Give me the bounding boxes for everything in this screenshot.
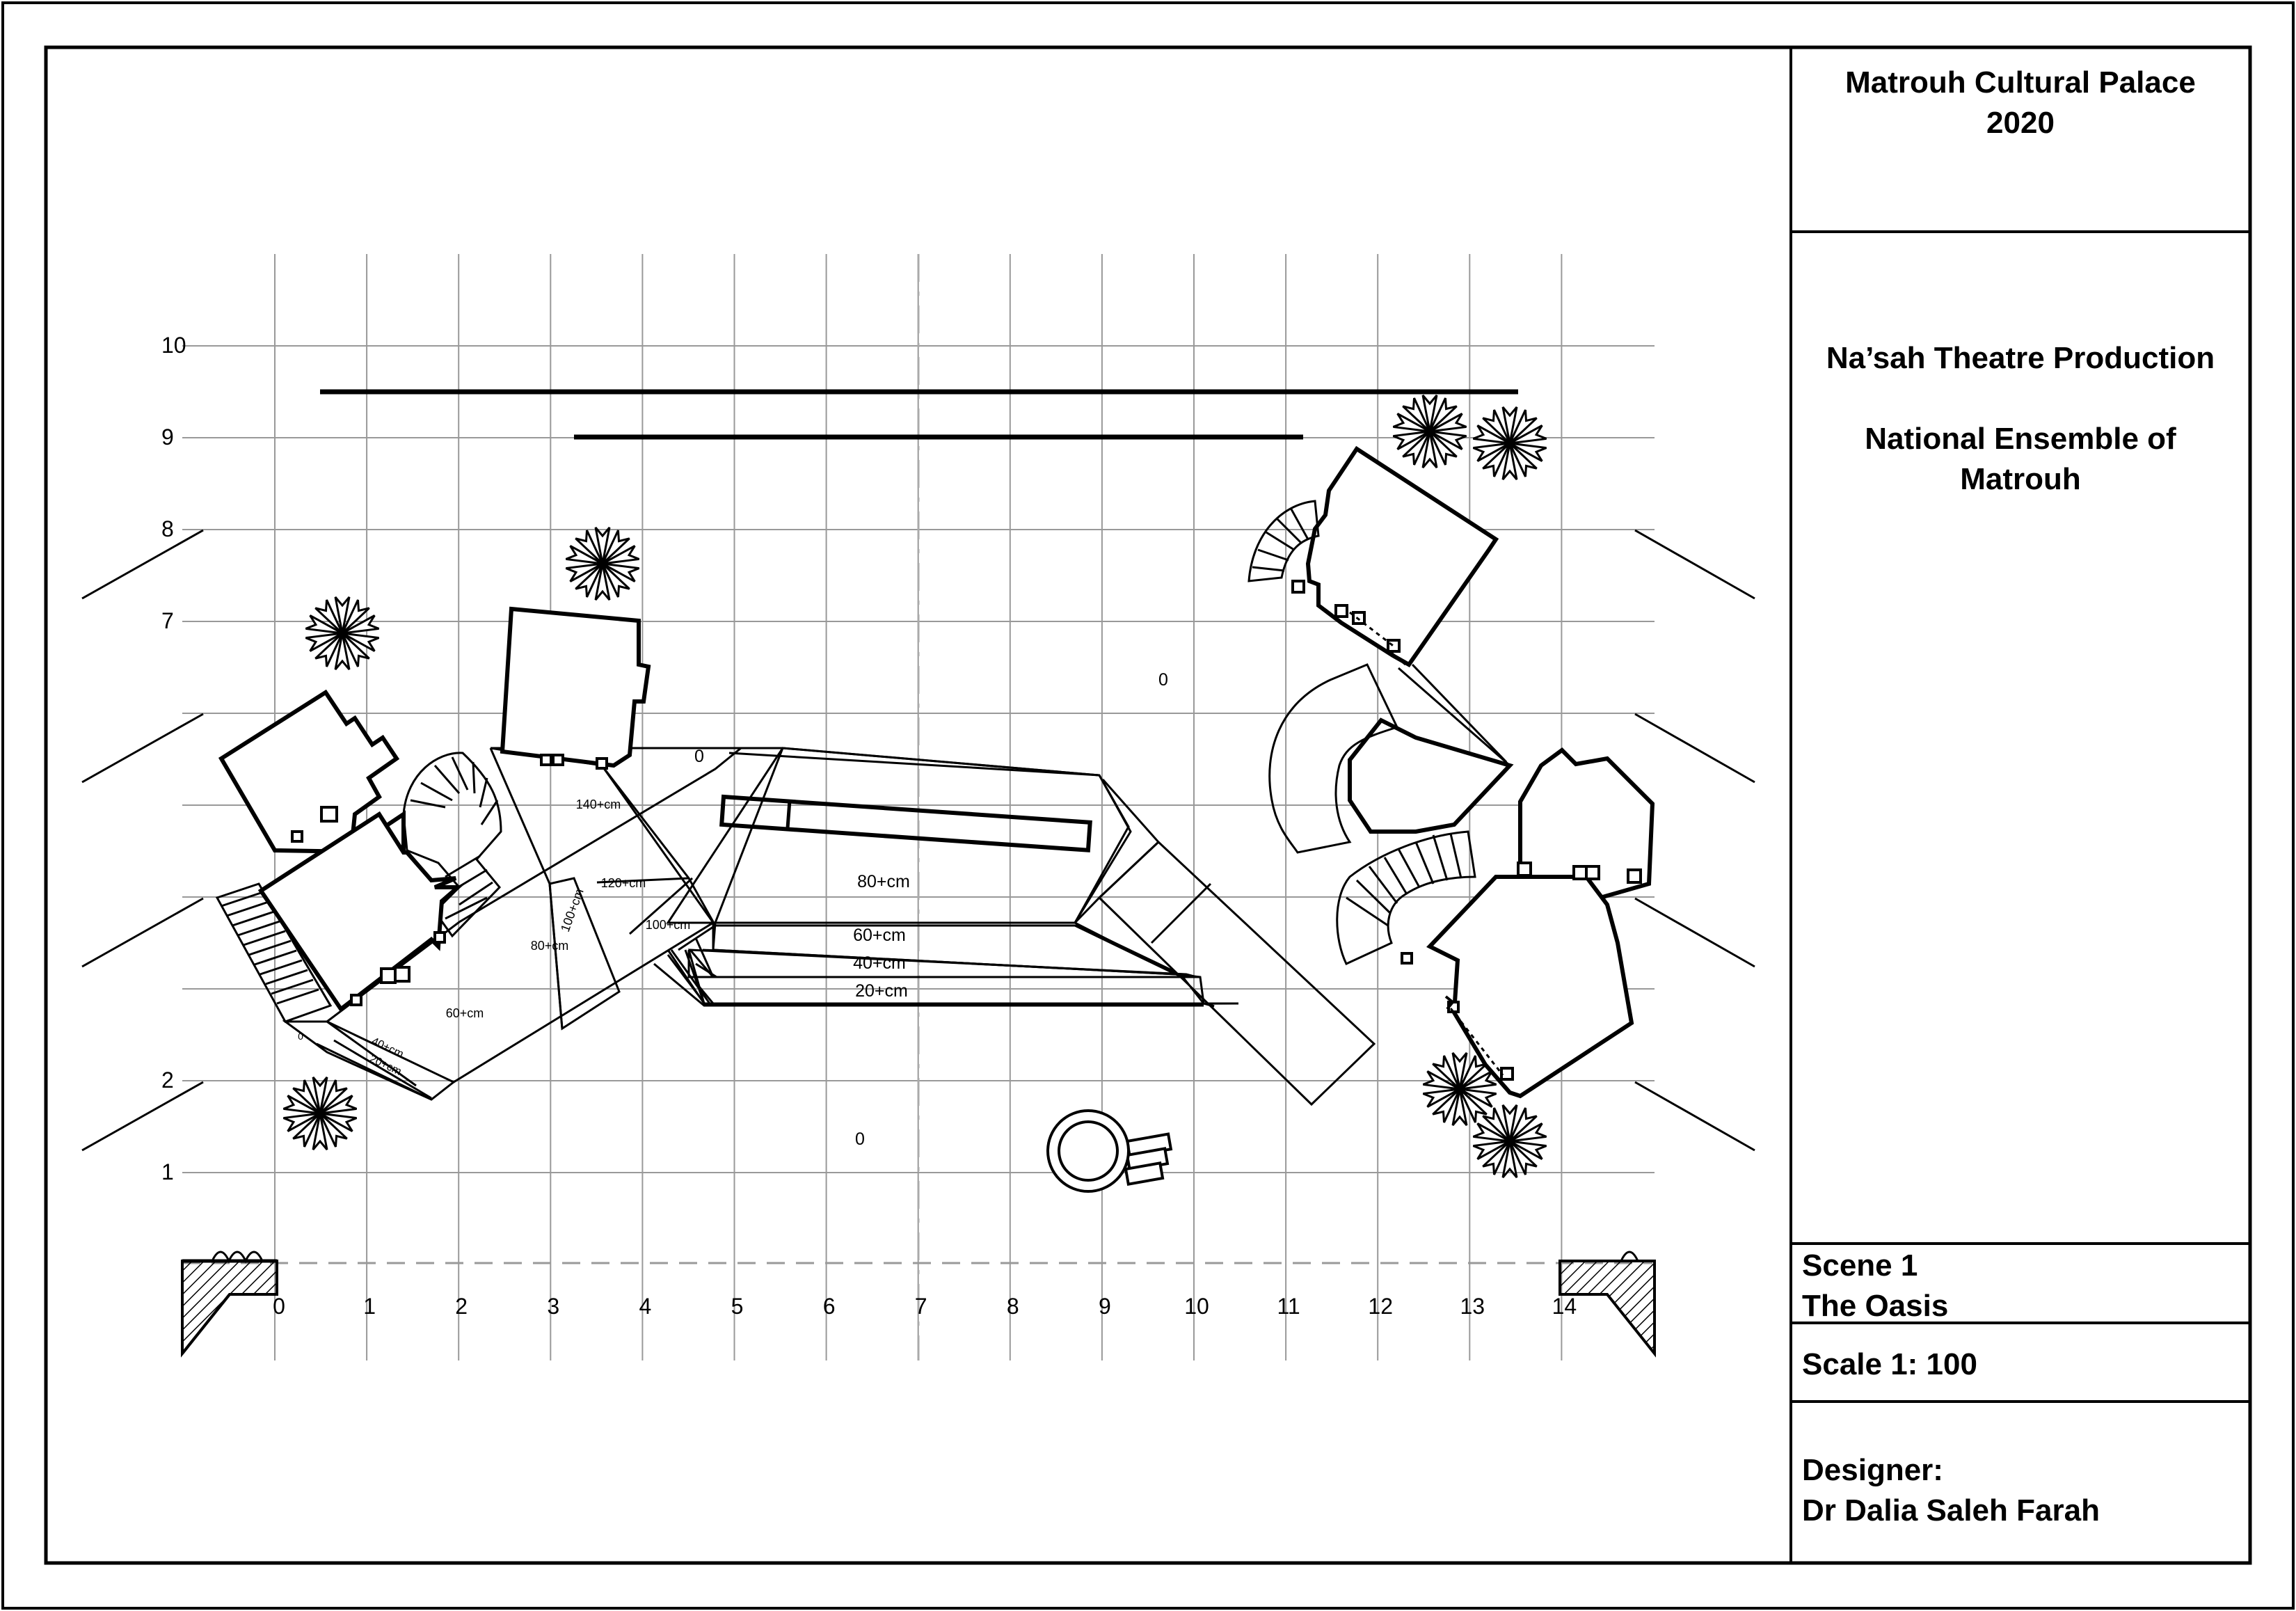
palm-tree-icon — [282, 1076, 358, 1151]
height-label: 60+cm — [446, 1006, 484, 1020]
designer-label: Designer: — [1802, 1453, 1943, 1487]
y-tick-label: 10 — [161, 333, 186, 358]
y-tick-label: 9 — [161, 424, 174, 450]
bench-platform — [719, 794, 1092, 852]
title-production-cell: Na’sah Theatre Production National Ensem… — [1791, 338, 2250, 500]
x-tick-label: 14 — [1552, 1294, 1577, 1319]
side-masking — [81, 529, 1755, 1152]
bench-divider — [786, 800, 792, 829]
door-markers-left — [291, 754, 608, 1006]
height-label: 140+cm — [576, 797, 621, 811]
x-tick-label: 1 — [363, 1294, 376, 1319]
height-label: 40+cm — [853, 953, 906, 973]
height-label: 80+cm — [857, 872, 910, 891]
title-block: Matrouh Cultural Palace 2020 Na’sah Thea… — [1791, 47, 2250, 1563]
designer-cell: Designer: Dr Dalia Saleh Farah — [1791, 1450, 2250, 1531]
house-right-front — [1426, 875, 1634, 1099]
x-tick-label: 6 — [823, 1294, 836, 1319]
x-tick-label: 5 — [731, 1294, 744, 1319]
height-label: 100+cm — [646, 918, 691, 932]
height-label: 0 — [298, 1031, 303, 1042]
y-axis-labels: 10 9 8 7 2 1 — [161, 333, 186, 1184]
height-label: 0 — [694, 747, 704, 766]
palm-tree-icon — [1421, 1051, 1498, 1127]
stair-left-curved — [402, 752, 502, 938]
central-platform-outlines — [666, 747, 1238, 1007]
y-tick-label: 1 — [161, 1159, 174, 1184]
x-tick-label: 12 — [1368, 1294, 1393, 1319]
x-tick-label: 4 — [639, 1294, 652, 1319]
venue-name: Matrouh Cultural Palace — [1845, 65, 2196, 100]
right-connectors — [1349, 611, 1504, 1076]
x-tick-label: 7 — [915, 1294, 927, 1319]
production-year: 2020 — [1986, 106, 2055, 140]
house-right-back — [1305, 445, 1499, 667]
palm-tree-icon — [1472, 1104, 1548, 1179]
title-venue-cell: Matrouh Cultural Palace 2020 — [1791, 63, 2250, 143]
height-label: 60+cm — [853, 926, 906, 945]
designer-name: Dr Dalia Saleh Farah — [1802, 1493, 2100, 1527]
ensemble-line-1: National Ensemble of — [1865, 422, 2176, 456]
x-tick-label: 10 — [1184, 1294, 1209, 1319]
door-markers-right — [1291, 580, 1642, 1081]
palm-tree-icon — [1472, 406, 1548, 481]
stair-right-low — [1336, 830, 1476, 965]
house-left-back — [218, 689, 406, 855]
drawing-frame — [44, 45, 2252, 1565]
palm-tree-icon — [564, 526, 641, 601]
y-tick-label: 7 — [161, 608, 174, 633]
scale-text: Scale 1: 100 — [1802, 1347, 1977, 1381]
height-label: 120+cm — [601, 876, 646, 890]
stair-left-straight — [215, 882, 333, 1023]
scale-cell: Scale 1: 100 — [1791, 1344, 2250, 1385]
height-label: 80+cm — [531, 939, 569, 953]
production-name: Na’sah Theatre Production — [1826, 341, 2215, 375]
house-left-front — [257, 811, 464, 1013]
x-tick-label: 2 — [455, 1294, 468, 1319]
scene-cell: Scene 1 The Oasis — [1791, 1246, 2250, 1326]
palm-tree-icon — [1392, 394, 1468, 469]
y-tick-label: 8 — [161, 516, 174, 541]
palm-tree-icon — [304, 596, 381, 671]
height-label: 0 — [855, 1129, 865, 1149]
height-label: 0 — [1158, 670, 1168, 690]
x-tick-label: 9 — [1099, 1294, 1111, 1319]
scene-number: Scene 1 — [1802, 1248, 1918, 1283]
scene-name: The Oasis — [1802, 1289, 1949, 1323]
height-label: 20+cm — [855, 981, 908, 1001]
proscenium-left — [181, 1251, 278, 1358]
step-units — [715, 779, 1376, 1106]
house-center-left — [500, 606, 651, 768]
x-tick-label: 11 — [1277, 1294, 1300, 1319]
x-tick-label: 3 — [547, 1294, 559, 1319]
house-right-mid — [1348, 717, 1514, 834]
stair-right-mid — [1268, 663, 1510, 854]
central-platforms — [653, 747, 1239, 1008]
well — [1046, 1109, 1173, 1193]
stair-right-top — [1247, 500, 1320, 582]
proscenium-right — [1558, 1251, 1656, 1358]
ensemble-line-2: Matrouh — [1960, 462, 2081, 496]
y-tick-label: 2 — [161, 1068, 174, 1093]
x-tick-label: 0 — [273, 1294, 285, 1319]
x-tick-label: 13 — [1460, 1294, 1485, 1319]
x-tick-label: 8 — [1007, 1294, 1019, 1319]
height-label: 100+cm — [558, 887, 587, 933]
